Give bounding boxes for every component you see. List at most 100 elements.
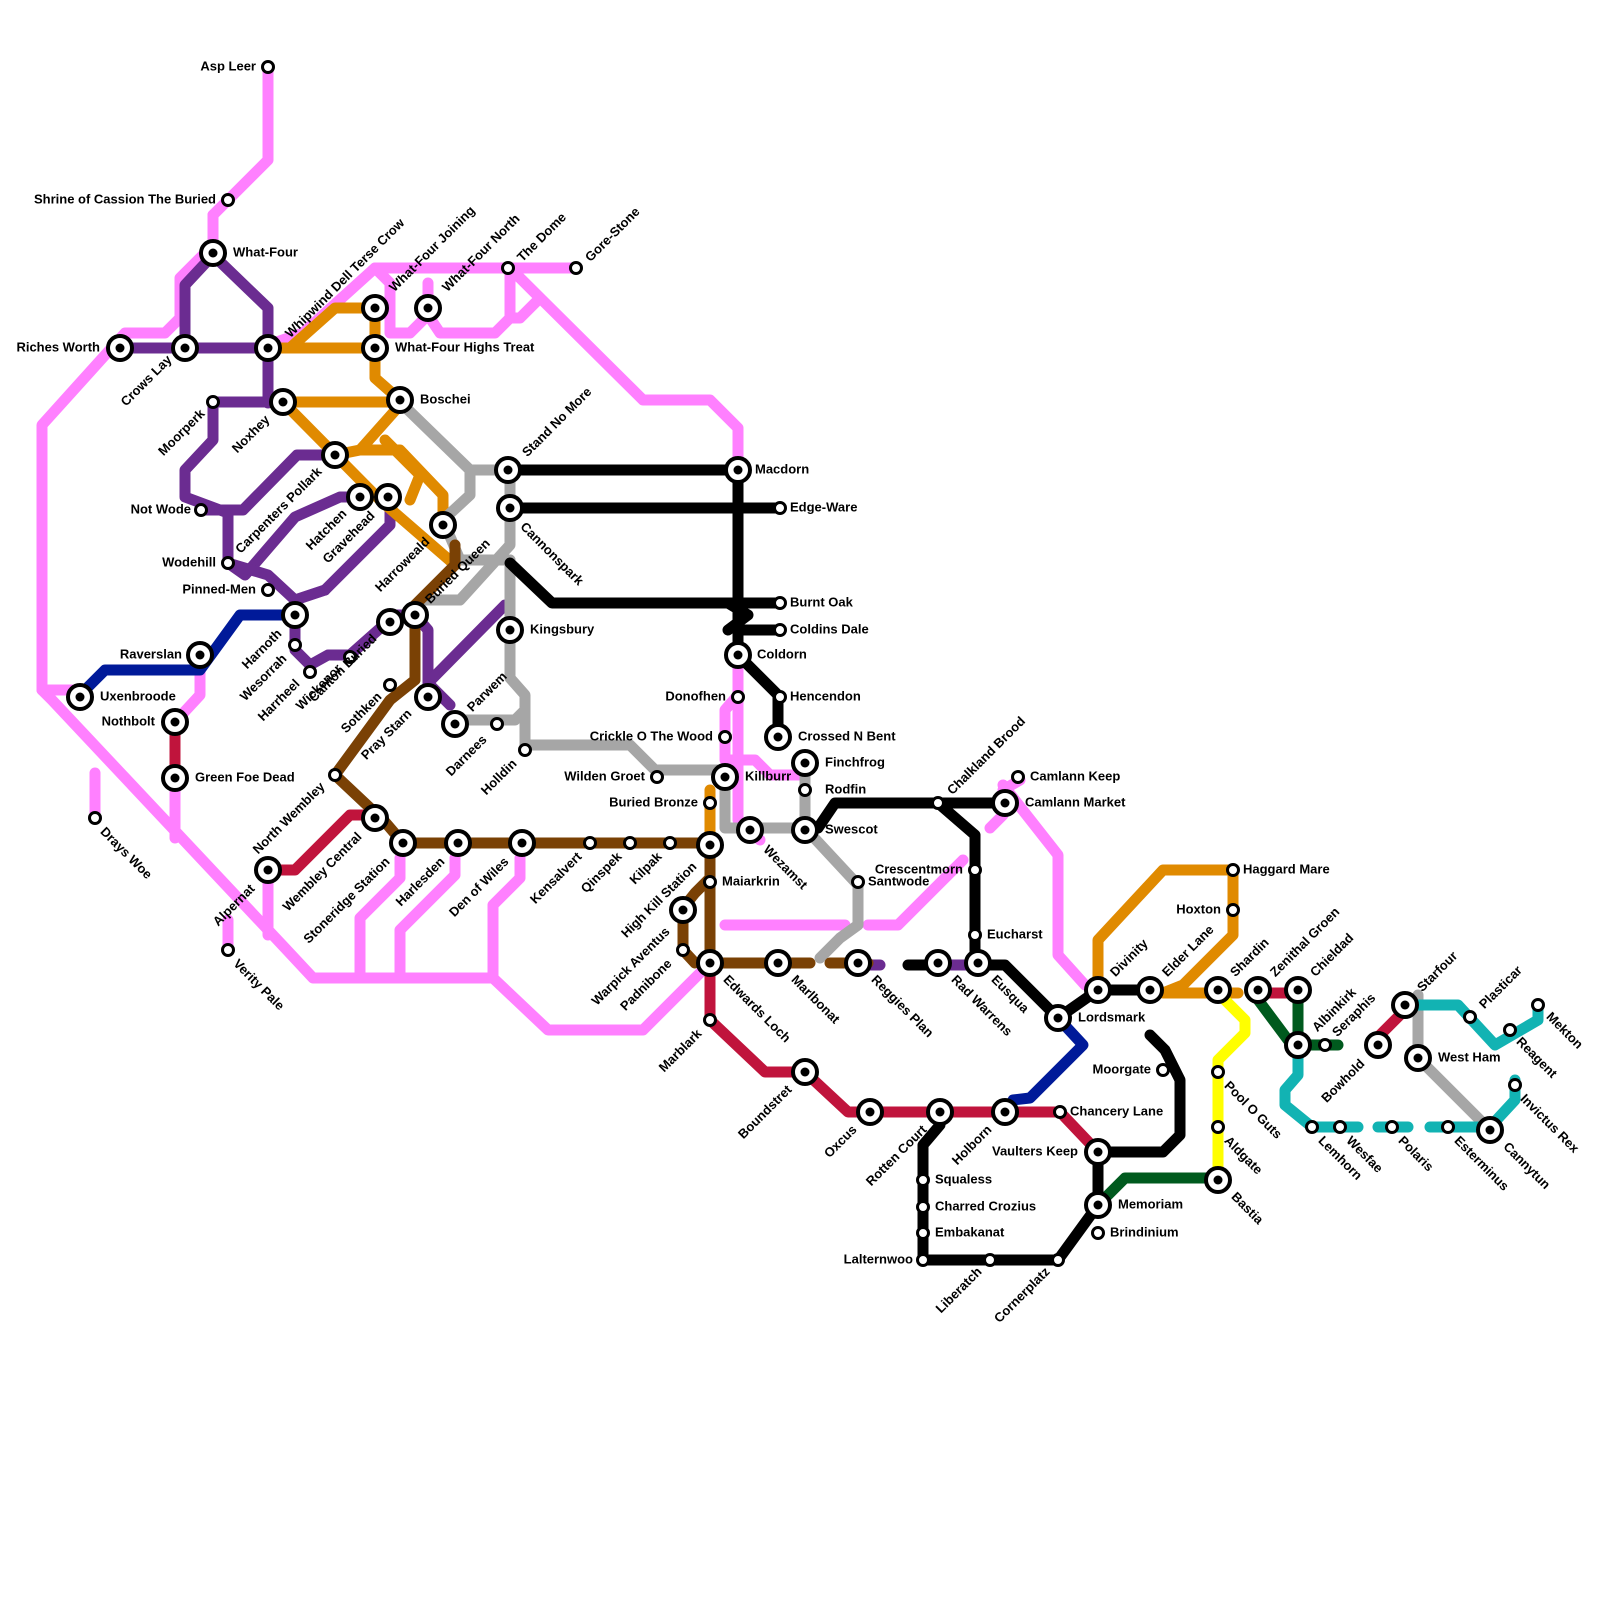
station-edwards-loch[interactable] [698,951,722,975]
station-wodehill[interactable] [223,558,234,569]
station-crescentmorn[interactable] [970,865,981,876]
station-rotten-court[interactable] [928,1100,952,1124]
station-squaless[interactable] [918,1175,929,1186]
station-camlann-market[interactable] [993,791,1017,815]
station-holldin[interactable] [520,745,531,756]
station-aldgate[interactable] [1213,1122,1224,1133]
station-gore-stone[interactable] [571,263,582,274]
station-what-four-highs-treat[interactable] [363,336,387,360]
station-coldins-dale[interactable] [775,625,786,636]
station-albinkirk[interactable] [1286,1033,1310,1057]
station-verity-pale[interactable] [223,945,234,956]
station-pinned-men[interactable] [263,585,274,596]
station-esterminus[interactable] [1443,1122,1454,1133]
station-wesfae[interactable] [1335,1122,1346,1133]
station-lemhorn[interactable] [1307,1122,1318,1133]
station-drays-woe[interactable] [90,813,101,824]
station-asp-leer[interactable] [263,62,274,73]
station-stoneridge-station[interactable] [391,831,415,855]
station-crossed-n-bent[interactable] [766,725,790,749]
station-nothbolt[interactable] [163,710,187,734]
station-pool-o-guts[interactable] [1213,1067,1224,1078]
station-cannytun[interactable] [1478,1118,1502,1142]
station-north-wembley[interactable] [330,770,341,781]
station-zenithal-groen[interactable] [1246,978,1270,1002]
station-uxenbroode[interactable] [68,685,92,709]
station-what-four[interactable] [201,241,225,265]
station-chancery-lane[interactable] [1055,1107,1066,1118]
station-rad-warrens[interactable] [926,951,950,975]
station-harnoth[interactable] [283,603,307,627]
station-polaris[interactable] [1387,1122,1398,1133]
station-noxhey[interactable] [271,390,295,414]
station-hoxton[interactable] [1228,905,1239,916]
station-vaulters-keep[interactable] [1086,1140,1110,1164]
station-moorperk[interactable] [208,397,219,408]
station-qinspek[interactable] [625,838,636,849]
station-burnt-oak[interactable] [775,598,786,609]
station-bastia[interactable] [1206,1168,1230,1192]
station-wilden-groet[interactable] [652,772,663,783]
station-shardin[interactable] [1206,978,1230,1002]
station-charred-crozius[interactable] [918,1202,929,1213]
station-reggies-plan[interactable] [846,951,870,975]
station-buried-bronze[interactable] [705,798,716,809]
station-canton-buried[interactable] [378,610,402,634]
station-buried-queen[interactable] [403,603,427,627]
station-swescot[interactable] [793,818,817,842]
station-killburr[interactable] [713,765,737,789]
station-haggard-mare[interactable] [1228,865,1239,876]
station-lordsmark[interactable] [1046,1006,1070,1030]
station-den-of-wiles[interactable] [510,831,534,855]
station-brindinium[interactable] [1093,1228,1104,1239]
station-rodfin[interactable] [800,785,811,796]
station-riches-worth[interactable] [108,336,132,360]
station-crows-lay[interactable] [173,336,197,360]
station-liberatch[interactable] [985,1255,996,1266]
station-reagent[interactable] [1505,1025,1516,1036]
station-maiarkrin[interactable] [705,877,716,888]
station-mekton[interactable] [1533,1000,1544,1011]
station-seraphis[interactable] [1320,1040,1331,1051]
station-eusqua[interactable] [966,951,990,975]
station-plasticar[interactable] [1465,1012,1476,1023]
station-kilpak[interactable] [665,838,676,849]
station-starfour[interactable] [1393,993,1417,1017]
station-whipwind-dell-terse-crow[interactable] [256,336,280,360]
station-wezamst[interactable] [738,818,762,842]
station-green-foe-dead[interactable] [163,766,187,790]
station-donofhen[interactable] [733,692,744,703]
station-raverslan[interactable] [188,643,212,667]
station-elder-lane[interactable] [1138,978,1162,1002]
station-cornerplatz[interactable] [1053,1255,1064,1266]
station-boundstret[interactable] [793,1060,817,1084]
station-stand-no-more[interactable] [496,458,520,482]
station-crickle-o-the-wood[interactable] [720,732,731,743]
station-darnees[interactable] [492,719,503,730]
station-chalkland-brood[interactable] [933,798,944,809]
station-west-ham[interactable] [1406,1046,1430,1070]
station-holborn[interactable] [993,1100,1017,1124]
station-shrine-of-cassion-the-buried[interactable] [223,195,234,206]
station-wembley-central[interactable] [363,806,387,830]
station-parwem[interactable] [443,712,467,736]
station-cannonspark[interactable] [498,496,522,520]
station-warpick-aventus[interactable] [671,898,695,922]
station-chieldad[interactable] [1286,978,1310,1002]
station-what-four-north[interactable] [416,296,440,320]
station-moorgate[interactable] [1158,1065,1169,1076]
station-sothken[interactable] [385,680,396,691]
station-finchfrog[interactable] [793,751,817,775]
station-marblark[interactable] [705,1015,716,1026]
station-alpernat[interactable] [256,858,280,882]
station-marlbonat[interactable] [766,951,790,975]
station-wesorrah[interactable] [290,640,301,651]
station-kensalvert[interactable] [585,838,596,849]
station-invictus-rex[interactable] [1510,1080,1521,1091]
station-edge-ware[interactable] [775,503,786,514]
station-macdorn[interactable] [726,458,750,482]
station-carpenters-pollark[interactable] [323,443,347,467]
station-bowhold[interactable] [1366,1033,1390,1057]
station-lalternwoo[interactable] [918,1255,929,1266]
station-padnibone[interactable] [678,945,689,956]
